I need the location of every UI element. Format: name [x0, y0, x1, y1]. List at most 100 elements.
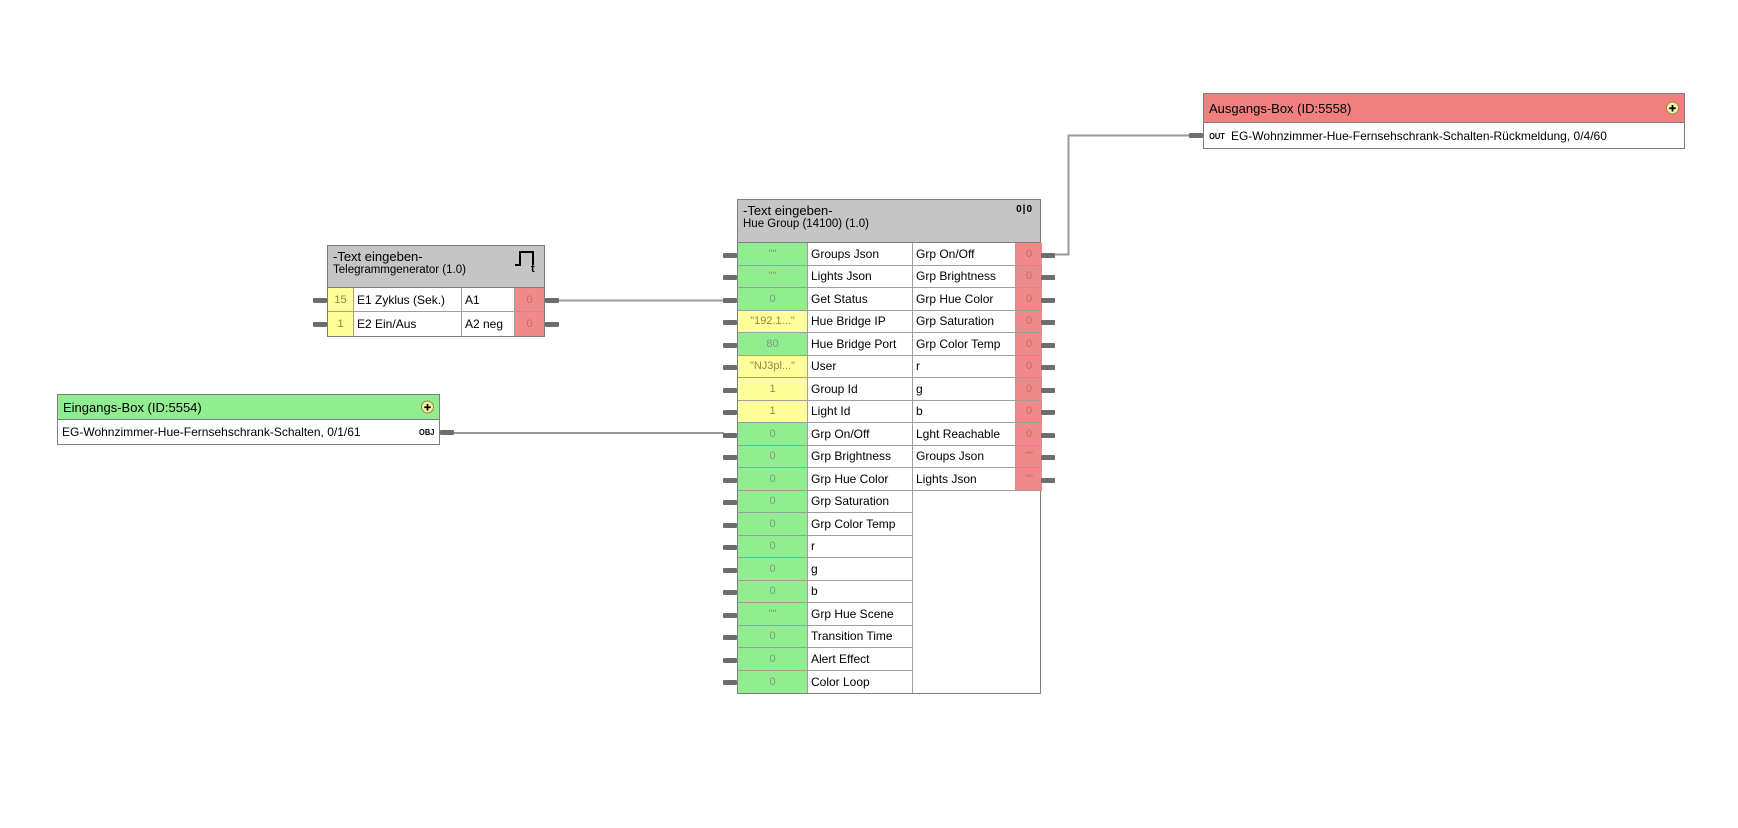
input-label: Hue Bridge IP — [808, 310, 913, 333]
eingangs-box-row[interactable]: EG-Wohnzimmer-Hue-Fernsehschrank-Schalte… — [58, 420, 439, 444]
ausgangs-box-row[interactable]: OUT EG-Wohnzimmer-Hue-Fernsehschrank-Sch… — [1204, 123, 1684, 148]
input-stub[interactable] — [723, 568, 737, 573]
input-stub[interactable] — [723, 635, 737, 640]
input-value-cell[interactable]: 0 — [738, 670, 808, 693]
input-stub[interactable] — [723, 320, 737, 325]
input-value-cell[interactable]: 0 — [738, 648, 808, 671]
input-stub[interactable] — [723, 275, 737, 280]
input-value-cell[interactable]: 0 — [738, 288, 808, 311]
io-count-icon: 0|0 — [1016, 204, 1033, 215]
output-label: Grp Color Temp — [913, 333, 1016, 356]
input-stub[interactable] — [723, 680, 737, 685]
output-stub[interactable] — [1041, 275, 1055, 280]
output-stub[interactable] — [1041, 455, 1055, 460]
input-value-cell[interactable]: "" — [738, 603, 808, 626]
input-stub[interactable] — [723, 388, 737, 393]
input-value-cell[interactable]: 80 — [738, 333, 808, 356]
input-value-cell[interactable]: "NJ3pl..." — [738, 355, 808, 378]
input-stub[interactable] — [723, 545, 737, 550]
input-stub[interactable] — [723, 253, 737, 258]
telegrammgenerator-header[interactable]: -Text eingeben- Telegrammgenerator (1.0)… — [328, 246, 544, 288]
input-value-cell[interactable]: "" — [738, 243, 808, 266]
input-stub[interactable] — [723, 410, 737, 415]
hue-group-block[interactable]: -Text eingeben- Hue Group (14100) (1.0) … — [723, 199, 1055, 694]
output-stub[interactable] — [1041, 365, 1055, 370]
input-value-cell[interactable]: 0 — [738, 445, 808, 468]
output-value-cell: "" — [1016, 468, 1042, 491]
output-label: A1 — [462, 288, 515, 312]
hue-group-header[interactable]: -Text eingeben- Hue Group (14100) (1.0) … — [738, 200, 1040, 243]
input-stub[interactable] — [723, 613, 737, 618]
input-value-cell[interactable]: 0 — [738, 490, 808, 513]
input-stub[interactable] — [723, 298, 737, 303]
input-stub[interactable] — [723, 590, 737, 595]
output-stub[interactable] — [1041, 433, 1055, 438]
ausgangs-box[interactable]: Ausgangs-Box (ID:5558) ✚ OUT EG-Wohnzimm… — [1189, 93, 1685, 149]
plus-icon[interactable]: ✚ — [1666, 101, 1679, 115]
output-stub[interactable] — [1041, 478, 1055, 483]
output-label: Groups Json — [913, 445, 1016, 468]
input-value-cell[interactable]: 0 — [738, 423, 808, 446]
ausgangs-box-header[interactable]: Ausgangs-Box (ID:5558) ✚ — [1204, 94, 1684, 123]
output-stub[interactable] — [440, 430, 454, 435]
input-stub[interactable] — [723, 433, 737, 438]
input-label: Grp Color Temp — [808, 513, 913, 536]
input-value-cell[interactable]: 1 — [738, 378, 808, 401]
input-stub[interactable] — [1189, 133, 1203, 138]
input-label: r — [808, 535, 913, 558]
input-value-cell[interactable]: "" — [738, 265, 808, 288]
input-stub[interactable] — [313, 322, 327, 327]
input-stub[interactable] — [723, 658, 737, 663]
output-stub[interactable] — [1041, 343, 1055, 348]
input-stub[interactable] — [723, 478, 737, 483]
output-label: Grp Hue Color — [913, 288, 1016, 311]
input-value-cell[interactable]: 0 — [738, 580, 808, 603]
input-value-cell[interactable]: 1 — [328, 312, 354, 336]
output-value-cell: 0 — [1016, 288, 1042, 311]
output-stub[interactable] — [1041, 320, 1055, 325]
input-stub[interactable] — [723, 500, 737, 505]
input-value-cell[interactable]: 0 — [738, 468, 808, 491]
output-label: Lights Json — [913, 468, 1016, 491]
output-stub[interactable] — [1041, 388, 1055, 393]
eingangs-box[interactable]: Eingangs-Box (ID:5554) ✚ EG-Wohnzimmer-H… — [57, 394, 454, 445]
input-value-cell[interactable]: "192.1..." — [738, 310, 808, 333]
output-stub[interactable] — [1041, 410, 1055, 415]
telegrammgenerator-block[interactable]: -Text eingeben- Telegrammgenerator (1.0)… — [313, 245, 559, 337]
input-stub[interactable] — [723, 455, 737, 460]
input-label: Alert Effect — [808, 648, 913, 671]
group-address-label: EG-Wohnzimmer-Hue-Fernsehschrank-Schalte… — [1230, 128, 1607, 143]
input-value-cell[interactable]: 1 — [738, 400, 808, 423]
input-label: Group Id — [808, 378, 913, 401]
input-value-cell[interactable]: 0 — [738, 558, 808, 581]
input-value-cell[interactable]: 0 — [738, 535, 808, 558]
input-stub[interactable] — [313, 298, 327, 303]
input-value-cell[interactable]: 0 — [738, 513, 808, 536]
output-label: b — [913, 400, 1016, 423]
output-label: r — [913, 355, 1016, 378]
wire-huegroup-to-ausgangsbox[interactable] — [1053, 134, 1192, 256]
input-label: g — [808, 558, 913, 581]
output-label: Lght Reachable — [913, 423, 1016, 446]
output-stub[interactable] — [545, 298, 559, 303]
output-stub[interactable] — [1041, 298, 1055, 303]
input-stub[interactable] — [723, 365, 737, 370]
input-stub[interactable] — [723, 343, 737, 348]
output-stub[interactable] — [545, 322, 559, 327]
plus-icon[interactable]: ✚ — [421, 400, 434, 414]
input-label: Groups Json — [808, 243, 913, 266]
input-value-cell[interactable]: 0 — [738, 625, 808, 648]
input-stub[interactable] — [723, 523, 737, 528]
input-value-cell[interactable]: 15 — [328, 288, 354, 312]
eingangs-box-title: Eingangs-Box (ID:5554) — [63, 399, 202, 415]
output-stub[interactable] — [1041, 253, 1055, 258]
eingangs-box-header[interactable]: Eingangs-Box (ID:5554) ✚ — [58, 395, 439, 420]
